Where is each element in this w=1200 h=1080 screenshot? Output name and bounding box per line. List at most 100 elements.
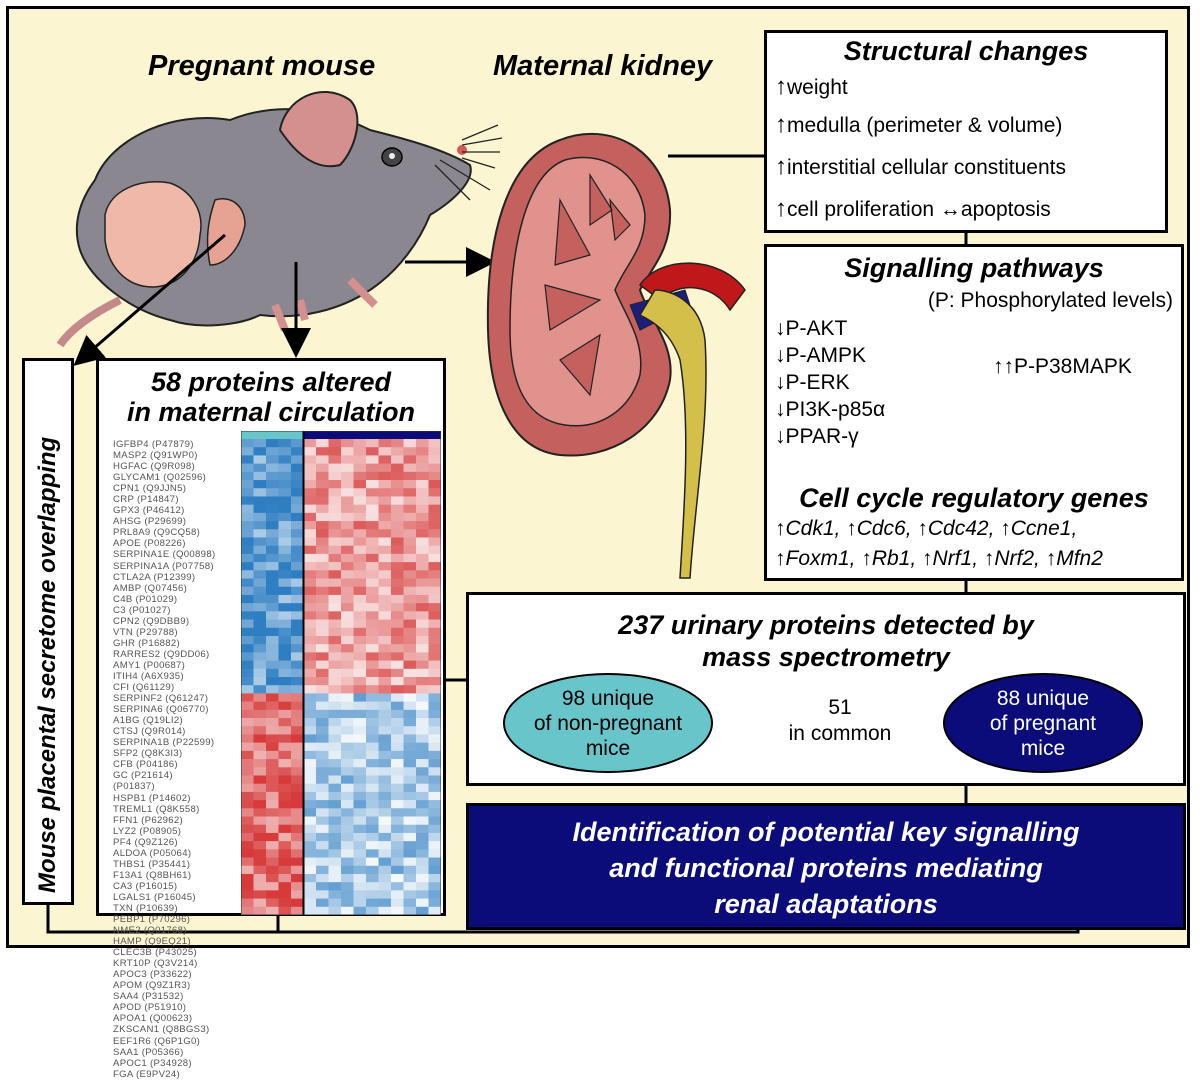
heatmap-cell — [241, 668, 254, 678]
heatmap-cell — [278, 471, 292, 481]
heatmap-cell — [328, 635, 342, 645]
heatmap-cell — [366, 890, 379, 899]
heatmap-cell — [416, 841, 429, 850]
secretome-label: Mouse placental secretome overlapping — [34, 436, 61, 893]
heatmap-cell — [328, 578, 342, 588]
heatmap-cell — [403, 644, 417, 653]
heatmap-cell — [403, 767, 417, 776]
heatmap-cell — [341, 800, 354, 809]
heatmap-cell — [366, 841, 379, 850]
heatmap-cell — [353, 463, 367, 473]
protein-name: CTLA2A (P12399) — [113, 571, 196, 583]
heatmap-cell — [391, 882, 404, 891]
heatmap-cell — [241, 529, 254, 538]
heatmap-cell — [241, 726, 254, 735]
heatmap-cell — [391, 619, 404, 629]
structural-title: Structural changes — [843, 36, 1089, 66]
heatmap-cell — [241, 447, 254, 456]
heatmap-cell — [303, 512, 317, 522]
heatmap-cell — [341, 734, 354, 743]
heatmap-cell — [416, 570, 429, 579]
heatmap-cell — [303, 463, 317, 473]
heatmap-cell — [328, 455, 342, 464]
heatmap-cell — [253, 512, 267, 522]
heatmap-cell — [428, 463, 441, 473]
heatmap-cell — [328, 890, 342, 899]
heatmap-cell — [291, 906, 304, 915]
protein-name: SAA4 (P31532) — [113, 991, 184, 1003]
heatmap-cell — [266, 824, 279, 834]
heatmap-cell — [341, 570, 354, 579]
heatmap-cell — [253, 677, 267, 686]
heatmap-cell — [291, 832, 304, 842]
heatmap-cell — [303, 734, 317, 743]
heatmap-cell — [328, 668, 342, 678]
heatmap-cell — [378, 800, 392, 809]
heatmap-cell — [403, 882, 417, 891]
heatmap-cell — [316, 677, 329, 686]
heatmap-cell — [253, 545, 267, 555]
structural-item: ↑medulla (perimeter & volume) — [775, 111, 1063, 138]
heatmap-cell — [403, 759, 417, 768]
heatmap-cell — [416, 635, 429, 645]
heatmap-cell — [303, 594, 317, 604]
heatmap-cell — [241, 488, 254, 497]
heatmap-cell — [303, 660, 317, 670]
heatmap-cell — [428, 898, 441, 908]
heatmap-cell — [253, 783, 267, 793]
heatmap-cell — [328, 652, 342, 661]
heatmap-cell — [416, 652, 429, 661]
heatmap-cell — [378, 750, 392, 760]
protein-name: CPN2 (Q9DBB9) — [113, 615, 190, 627]
heatmap-cell — [416, 857, 429, 867]
secretome-box — [22, 358, 74, 905]
heatmap-cell — [328, 882, 342, 891]
heatmap-cell — [241, 898, 254, 908]
heatmap-cell — [241, 545, 254, 555]
heatmap-cell — [403, 504, 417, 514]
protein-name: CFI (Q61129) — [113, 682, 175, 694]
heatmap-cell — [428, 578, 441, 588]
heatmap-cell — [303, 447, 317, 456]
heatmap-cell — [378, 570, 392, 579]
heatmap-cell — [253, 570, 267, 579]
heatmap-cell — [316, 709, 329, 719]
heatmap-cell — [353, 701, 367, 711]
heatmap-cell — [366, 594, 379, 604]
heatmap-cell — [403, 709, 417, 719]
heatmap-cell — [303, 488, 317, 497]
heatmap-cell — [278, 611, 292, 620]
heatmap-cell — [341, 529, 354, 538]
protein-name: APOE (P08226) — [113, 538, 186, 550]
heatmap-cell — [378, 652, 392, 661]
heatmap-cell — [253, 603, 267, 612]
heatmap-cell — [341, 816, 354, 826]
heatmap-cell — [403, 545, 417, 555]
heatmap-cell — [341, 660, 354, 670]
heatmap-cell — [403, 537, 417, 546]
heatmap-cell — [266, 668, 279, 678]
heatmap-cell — [391, 570, 404, 579]
heatmap-cell — [253, 816, 267, 826]
heatmap-cell — [328, 849, 342, 858]
heatmap-cell — [291, 726, 304, 735]
heatmap-cell — [428, 701, 441, 711]
heatmap-cell — [428, 439, 441, 448]
heatmap-cell — [291, 521, 304, 530]
heatmap-cell — [241, 816, 254, 826]
heatmap-cell — [353, 783, 367, 793]
heatmap-cell — [241, 734, 254, 743]
heatmap-cell — [353, 734, 367, 743]
heatmap-cell — [291, 734, 304, 743]
heatmap-cell — [266, 603, 279, 612]
heatmap-cell — [403, 521, 417, 530]
heatmap-cell — [278, 463, 292, 473]
heatmap-cell — [366, 545, 379, 555]
heatmap-cell — [266, 529, 279, 538]
pregnant-text: 88 unique of pregnant mice — [989, 686, 1097, 760]
heatmap-cell — [266, 832, 279, 842]
heatmap-cell — [266, 873, 279, 883]
heatmap-cell — [353, 553, 367, 563]
heatmap-cell — [266, 504, 279, 514]
heatmap-cell — [353, 882, 367, 891]
